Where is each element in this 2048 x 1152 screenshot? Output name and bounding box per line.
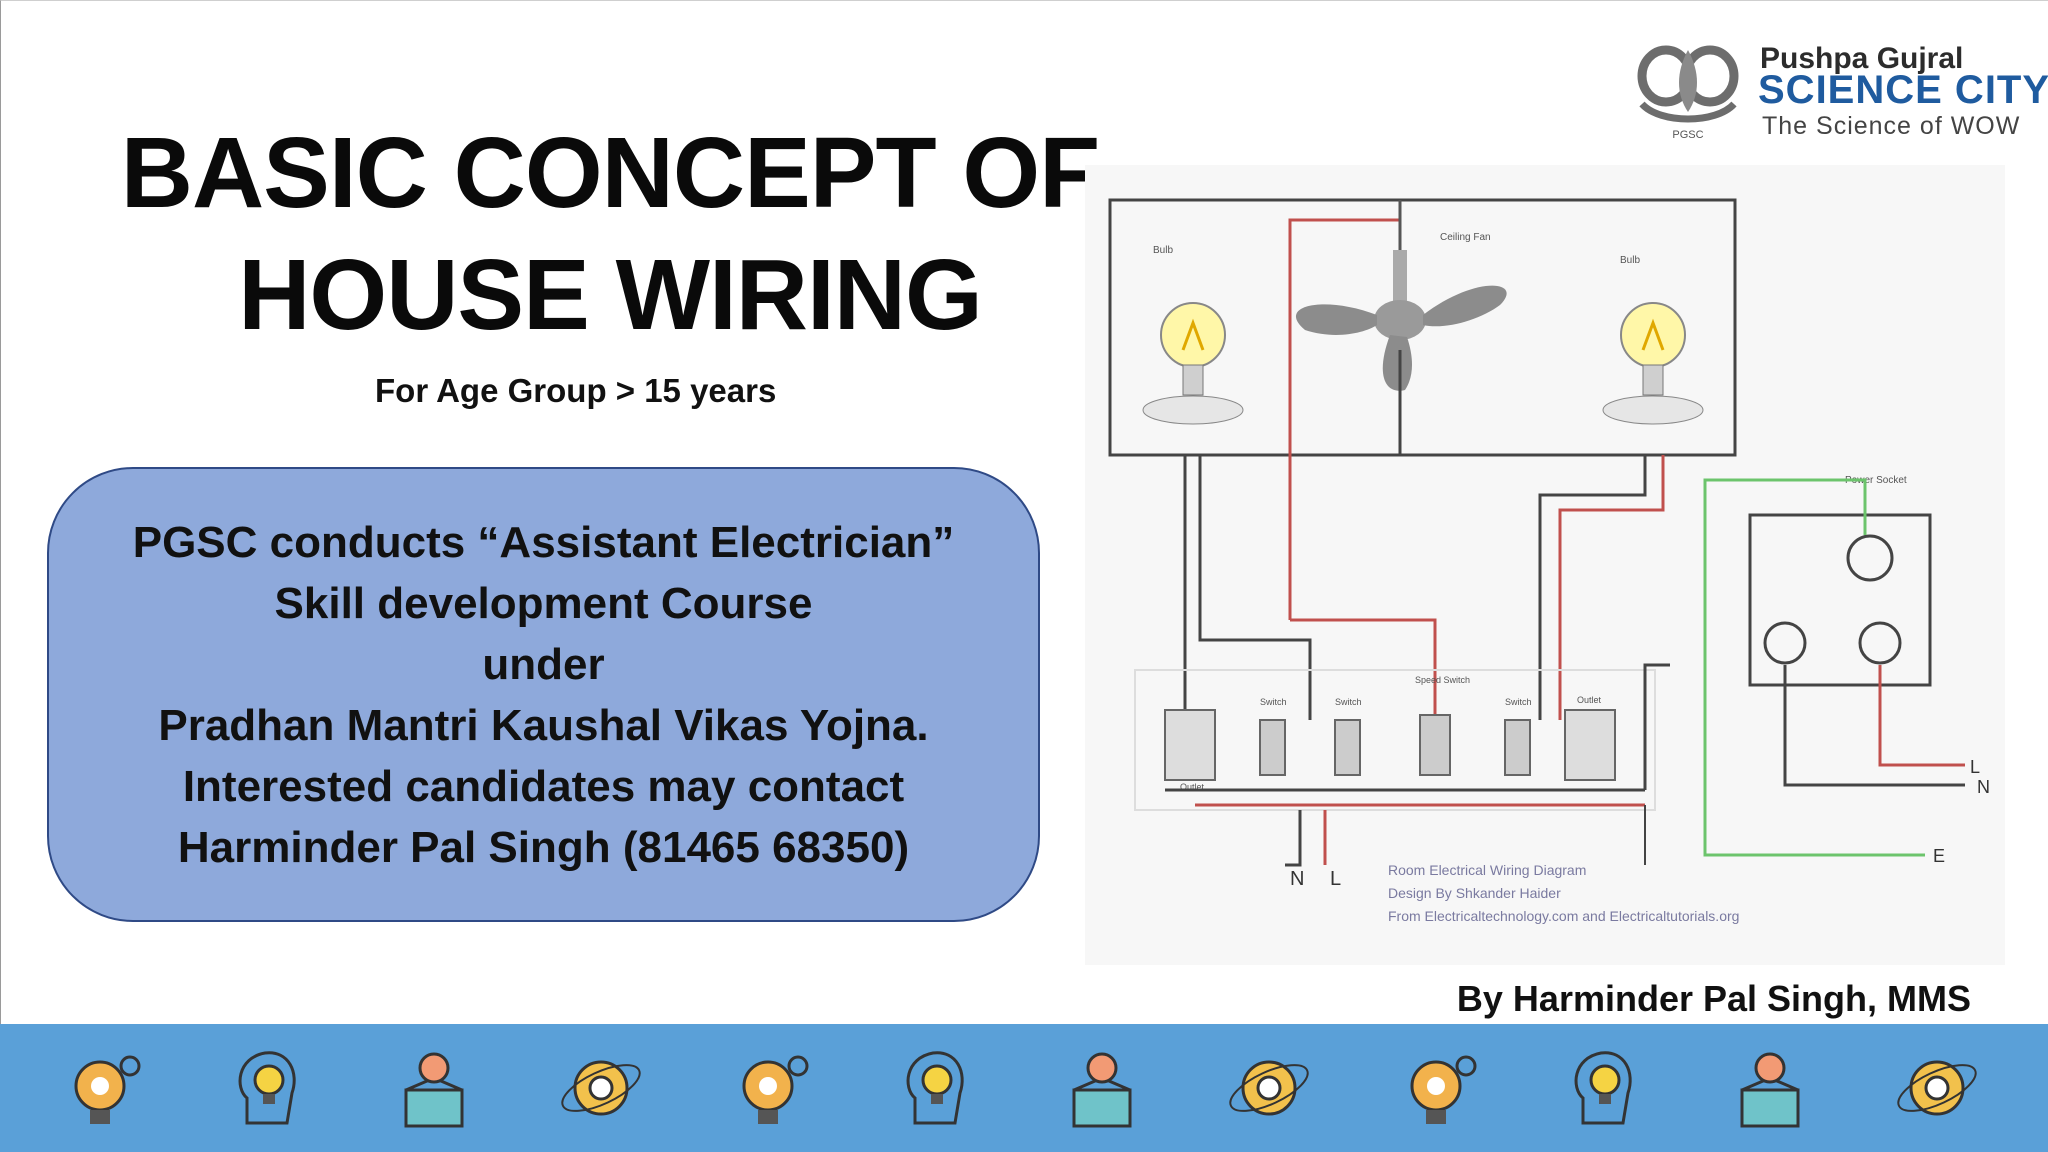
label-right-line: L: [1970, 757, 1980, 777]
logo-tagline: The Science of WOW: [1762, 112, 2021, 140]
age-group-subtitle: For Age Group > 15 years: [375, 372, 777, 409]
box-brain-icon: [1072, 1052, 1132, 1128]
logo-abbr: PGSC: [1672, 129, 1703, 141]
diagram-caption-2: Design By Shkander Haider: [1388, 885, 1561, 901]
head-bulb-icon: [238, 1051, 296, 1125]
label-switch-1: Switch: [1260, 697, 1287, 707]
ceiling-fan-icon: [1295, 250, 1507, 391]
right-bulb-icon: [1602, 302, 1704, 425]
info-line-5: Interested candidates may contact: [182, 761, 905, 811]
author-credit: By Harminder Pal Singh, MMS: [1456, 978, 1971, 1019]
head-bulb-icon: [1574, 1051, 1632, 1125]
box-brain-icon: [404, 1052, 464, 1128]
head-bulb-icon: [906, 1051, 964, 1125]
label-bulb-right: Bulb: [1620, 255, 1640, 266]
label-right-neutral: N: [1977, 777, 1990, 797]
label-switch-3: Switch: [1505, 697, 1532, 707]
left-bulb-icon: [1142, 302, 1244, 425]
diagram-caption-1: Room Electrical Wiring Diagram: [1388, 862, 1586, 878]
label-bulb-left: Bulb: [1153, 245, 1173, 256]
label-outlet-right: Outlet: [1577, 695, 1602, 705]
info-line-3: under: [482, 639, 605, 689]
title-line-2: HOUSE WIRING: [238, 239, 983, 351]
box-brain-icon: [1740, 1052, 1800, 1128]
info-line-4: Pradhan Mantri Kaushal Vikas Yojna.: [158, 700, 929, 750]
diagram-caption-3: From Electricaltechnology.com and Electr…: [1388, 908, 1739, 924]
logo-city: SCIENCE CITY: [1758, 68, 2048, 112]
bulb-gear-icon: [74, 1055, 141, 1124]
house-wiring-diagram: Bulb Ceiling Fan Bulb Switch Switch Spee…: [1085, 165, 2005, 965]
atom-gear-icon: [1897, 1060, 1977, 1116]
label-power-socket: Power Socket: [1845, 475, 1907, 486]
slide-title: BASIC CONCEPT OF HOUSE WIRING: [120, 112, 1100, 356]
label-switch-2: Switch: [1335, 697, 1362, 707]
pgsc-logo: PGSC Pushpa Gujral SCIENCE CITY The Scie…: [1636, 38, 2048, 146]
decorative-icon-band: [0, 1024, 2048, 1152]
info-line-2: Skill development Course: [274, 578, 813, 628]
label-regulator: Speed Switch: [1415, 675, 1470, 685]
label-outlet-left: Outlet: [1180, 782, 1205, 792]
science-city-logo-icon: PGSC: [1637, 45, 1739, 141]
atom-gear-icon: [1229, 1060, 1309, 1116]
label-line: L: [1330, 868, 1341, 890]
bulb-gear-icon: [1410, 1055, 1477, 1124]
atom-gear-icon: [561, 1060, 641, 1116]
bulb-gear-icon: [742, 1055, 809, 1124]
title-line-1: BASIC CONCEPT OF: [120, 117, 1100, 229]
info-line-6: Harminder Pal Singh (81465 68350): [177, 822, 910, 872]
label-earth: E: [1933, 846, 1945, 866]
label-fan: Ceiling Fan: [1440, 232, 1491, 243]
logo-name: Pushpa Gujral: [1760, 42, 1964, 75]
info-line-1: PGSC conducts “Assistant Electrician”: [132, 517, 955, 567]
course-info-box: PGSC conducts “Assistant Electrician” Sk…: [47, 467, 1040, 922]
label-neutral: N: [1290, 868, 1304, 890]
